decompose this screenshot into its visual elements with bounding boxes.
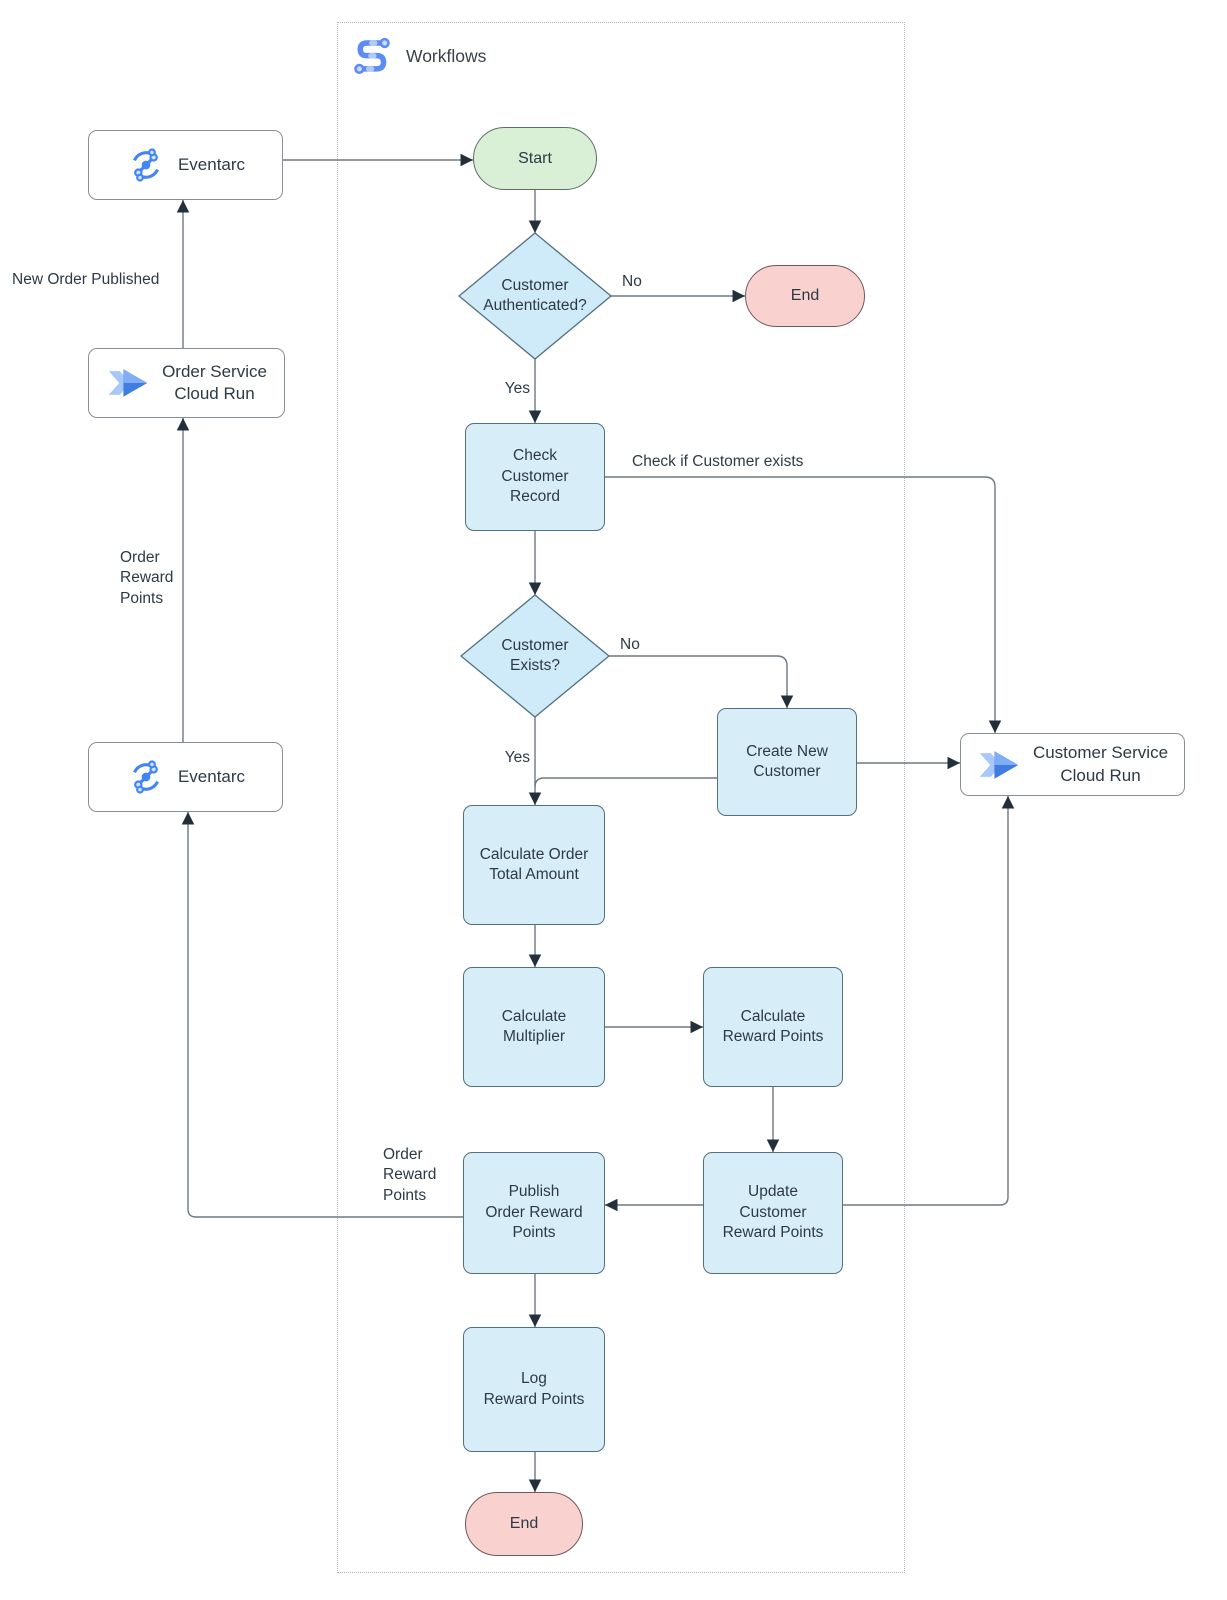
node-calculate-order-total: Calculate Order Total Amount (463, 805, 605, 925)
node-update-customer-reward-points: Update Customer Reward Points (703, 1152, 843, 1274)
node-customer-authenticated: Customer Authenticated? (483, 276, 587, 314)
workflows-icon (354, 37, 390, 74)
node-end-bottom: End (465, 1492, 583, 1556)
node-create-new-customer: Create New Customer (717, 708, 857, 816)
label-exists-no: No (620, 636, 640, 653)
order-service-cloud-run-label: Order Service Cloud Run (162, 361, 267, 403)
label-order-reward-points-mid: Order Reward Points (383, 1146, 437, 1204)
node-end-top: End (745, 265, 865, 327)
node-calculate-multiplier: Calculate Multiplier (463, 967, 605, 1087)
label-order-reward-points-left: Order Reward Points (120, 549, 174, 607)
eventarc-icon (133, 148, 159, 182)
cloud-run-icon (108, 369, 148, 397)
label-check-if-customer-exists: Check if Customer exists (632, 453, 804, 470)
customer-service-cloud-run-label: Customer Service Cloud Run (1032, 743, 1169, 785)
node-customer-exists: Customer Exists? (501, 636, 569, 674)
label-authenticated-yes: Yes (504, 380, 530, 397)
eventarc-top-label: Eventarc (177, 154, 246, 174)
eventarc-bottom-label: Eventarc (177, 766, 246, 786)
node-publish-order-reward-points: Publish Order Reward Points (463, 1152, 605, 1274)
node-log-reward-points: Log Reward Points (463, 1327, 605, 1452)
eventarc-icon (133, 760, 159, 794)
node-eventarc-bottom: Eventarc (88, 742, 283, 812)
node-start: Start (473, 127, 597, 190)
node-customer-service-cloud-run: Customer Service Cloud Run (960, 733, 1185, 796)
node-eventarc-top: Eventarc (88, 130, 283, 200)
node-order-service-cloud-run: Order Service Cloud Run (88, 348, 285, 418)
cloud-run-icon (979, 750, 1019, 779)
workflows-header: Workflows (350, 34, 486, 78)
node-check-customer-record: Check Customer Record (465, 423, 605, 531)
label-exists-yes: Yes (504, 749, 530, 766)
workflows-title: Workflows (406, 45, 487, 66)
label-new-order-published: New Order Published (12, 271, 160, 288)
label-authenticated-no: No (622, 273, 642, 290)
node-calculate-reward-points: Calculate Reward Points (703, 967, 843, 1087)
